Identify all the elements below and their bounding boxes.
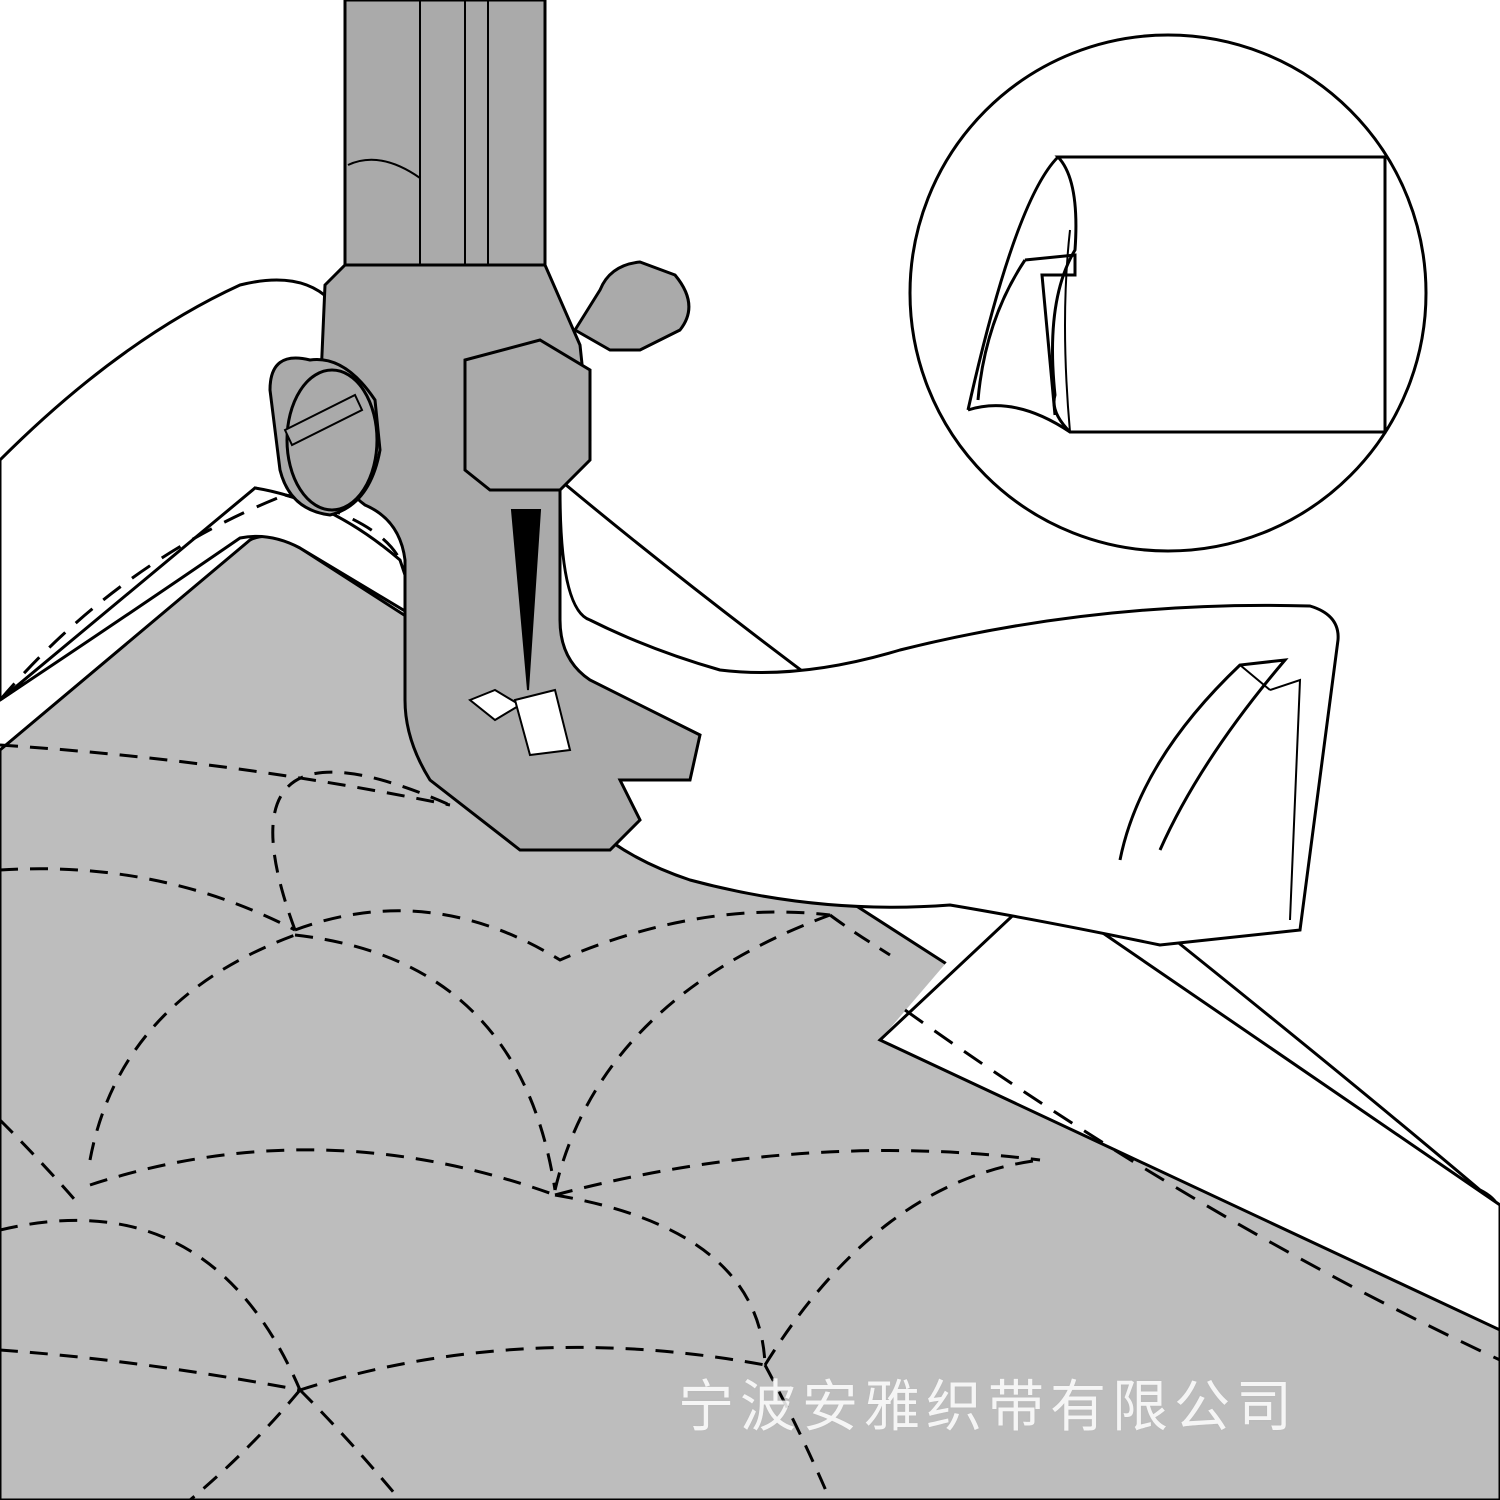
watermark-text: 宁波安雅织带有限公司 — [678, 1375, 1298, 1440]
quilting-stitch-lines — [0, 743, 1041, 1500]
needle-bar — [343, 0, 547, 302]
tape-detail-inset — [908, 33, 1428, 553]
presser-foot — [268, 0, 702, 852]
quilted-fabric — [0, 534, 1500, 1500]
tape-bottom-strip — [877, 888, 1500, 1332]
needle-clamp — [463, 338, 592, 492]
tape-feed-curl — [558, 489, 1340, 947]
needle — [510, 509, 542, 691]
